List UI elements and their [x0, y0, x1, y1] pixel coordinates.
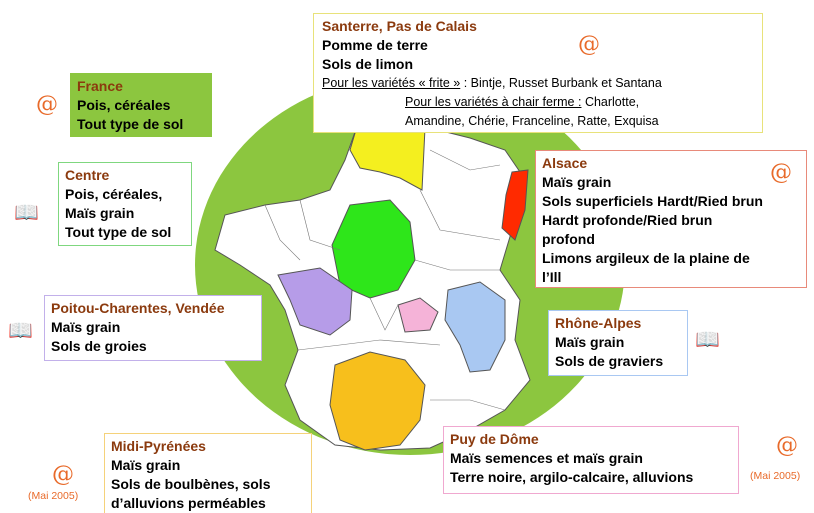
- box-centre-title: Centre: [65, 167, 110, 183]
- box-alsace: Alsace Maïs grain Sols superficiels Hard…: [535, 150, 807, 288]
- web-icon-alsace[interactable]: @: [770, 160, 792, 185]
- chair-values1: Charlotte,: [581, 95, 640, 109]
- date-label-left: (Mai 2005): [28, 490, 79, 502]
- box-puy-line2: Terre noire, argilo-calcaire, alluvions: [450, 469, 694, 485]
- box-santerre-line1: Pomme de terre: [322, 37, 428, 53]
- web-icon-midi[interactable]: @: [52, 462, 74, 487]
- box-midi-line2: Sols de boulbènes, sols: [111, 476, 271, 492]
- box-rhone-line2: Sols de graviers: [555, 353, 664, 369]
- box-france: France Pois, céréales Tout type de sol: [70, 73, 212, 137]
- book-icon-centre[interactable]: 📖: [14, 200, 39, 224]
- box-centre: Centre Pois, céréales, Maïs grain Tout t…: [58, 162, 192, 246]
- box-alsace-line3: Hardt profonde/Ried brun: [542, 212, 713, 228]
- box-france-title: France: [77, 78, 123, 94]
- box-alsace-line6: l’Ill: [542, 269, 562, 285]
- department-borders: [264, 149, 506, 411]
- box-midi: Midi-Pyrénées Maïs grain Sols de boulbèn…: [104, 433, 312, 513]
- box-midi-line3: d’alluvions perméables: [111, 495, 266, 511]
- box-centre-line1: Pois, céréales,: [65, 186, 163, 202]
- frite-values: : Bintje, Russet Burbank et Santana: [460, 76, 662, 90]
- web-icon-france[interactable]: @: [36, 92, 58, 117]
- box-santerre-chair2: Amandine, Chérie, Franceline, Ratte, Exq…: [405, 114, 659, 128]
- region-poitou: [277, 267, 353, 336]
- box-rhone-line1: Maïs grain: [555, 334, 625, 350]
- box-poitou-line1: Maïs grain: [51, 319, 121, 335]
- box-santerre-title: Santerre, Pas de Calais: [322, 18, 477, 34]
- web-icon-puy[interactable]: @: [776, 433, 798, 458]
- box-poitou-title: Poitou-Charentes, Vendée: [51, 300, 225, 316]
- box-poitou: Poitou-Charentes, Vendée Maïs grain Sols…: [44, 295, 262, 361]
- box-midi-line1: Maïs grain: [111, 457, 181, 473]
- box-puy-line1: Maïs semences et maïs grain: [450, 450, 643, 466]
- book-icon-rhone[interactable]: 📖: [695, 327, 720, 351]
- box-midi-title: Midi-Pyrénées: [111, 438, 206, 454]
- box-poitou-line2: Sols de groies: [51, 338, 147, 354]
- web-icon-santerre[interactable]: @: [578, 32, 600, 57]
- region-puy-de-dome: [397, 297, 439, 333]
- box-puy-title: Puy de Dôme: [450, 431, 539, 447]
- box-centre-line2: Maïs grain: [65, 205, 135, 221]
- box-alsace-title: Alsace: [542, 155, 588, 171]
- box-alsace-line2: Sols superficiels Hardt/Ried brun: [542, 193, 763, 209]
- region-centre: [331, 199, 416, 299]
- date-label-right: (Mai 2005): [750, 470, 801, 482]
- box-france-line1: Pois, céréales: [77, 97, 171, 113]
- box-santerre: Santerre, Pas de Calais Pomme de terre S…: [313, 13, 763, 133]
- box-centre-line3: Tout type de sol: [65, 224, 172, 240]
- box-alsace-line4: profond: [542, 231, 595, 247]
- box-alsace-line5: Limons argileux de la plaine de: [542, 250, 750, 266]
- box-france-line2: Tout type de sol: [77, 116, 184, 132]
- box-puy: Puy de Dôme Maïs semences et maïs grain …: [443, 426, 739, 494]
- box-santerre-line2: Sols de limon: [322, 56, 414, 72]
- box-rhone: Rhône-Alpes Maïs grain Sols de graviers: [548, 310, 688, 376]
- frite-label: Pour les variétés « frite »: [322, 76, 461, 90]
- box-santerre-frite: Pour les variétés « frite » : Bintje, Ru…: [322, 74, 754, 93]
- box-santerre-chair: Pour les variétés à chair ferme : Charlo…: [322, 93, 754, 112]
- chair-label: Pour les variétés à chair ferme :: [405, 95, 582, 109]
- box-rhone-title: Rhône-Alpes: [555, 315, 642, 331]
- region-midi-pyrenees: [329, 351, 426, 451]
- box-alsace-line1: Maïs grain: [542, 174, 612, 190]
- region-rhone-alpes: [444, 281, 506, 373]
- book-icon-poitou[interactable]: 📖: [8, 318, 33, 342]
- region-alsace: [501, 169, 529, 241]
